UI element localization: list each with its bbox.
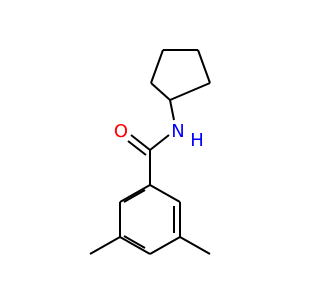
ring-bond	[149, 236, 181, 255]
ring-bond	[149, 184, 181, 203]
aromatic-inner-bond	[123, 235, 146, 249]
n-cyclopentyl-bond	[169, 99, 175, 121]
aromatic-inner-bond	[123, 189, 146, 203]
methyl-bond-right	[179, 236, 211, 255]
carbonyl-double-bond	[127, 134, 151, 156]
cyclopentyl-ring	[150, 49, 211, 101]
carbonyl-bond-line	[130, 134, 151, 151]
molecule-structure: O N H	[89, 49, 211, 255]
ring-bond	[197, 49, 211, 84]
carbonyl-bond-line	[127, 140, 147, 156]
ring-bond	[119, 184, 151, 203]
oxygen-label: O	[114, 121, 128, 142]
methyl-bond-left	[89, 236, 121, 255]
ring-bond	[150, 82, 171, 101]
ring-bond	[150, 49, 164, 84]
nitrogen-label: N	[171, 121, 184, 142]
amide-cn-bond	[149, 134, 170, 151]
ring-bond	[169, 82, 211, 101]
amide-hydrogen-label: H	[190, 130, 204, 151]
benzene-ring	[119, 184, 181, 255]
ring-bond	[119, 236, 151, 255]
